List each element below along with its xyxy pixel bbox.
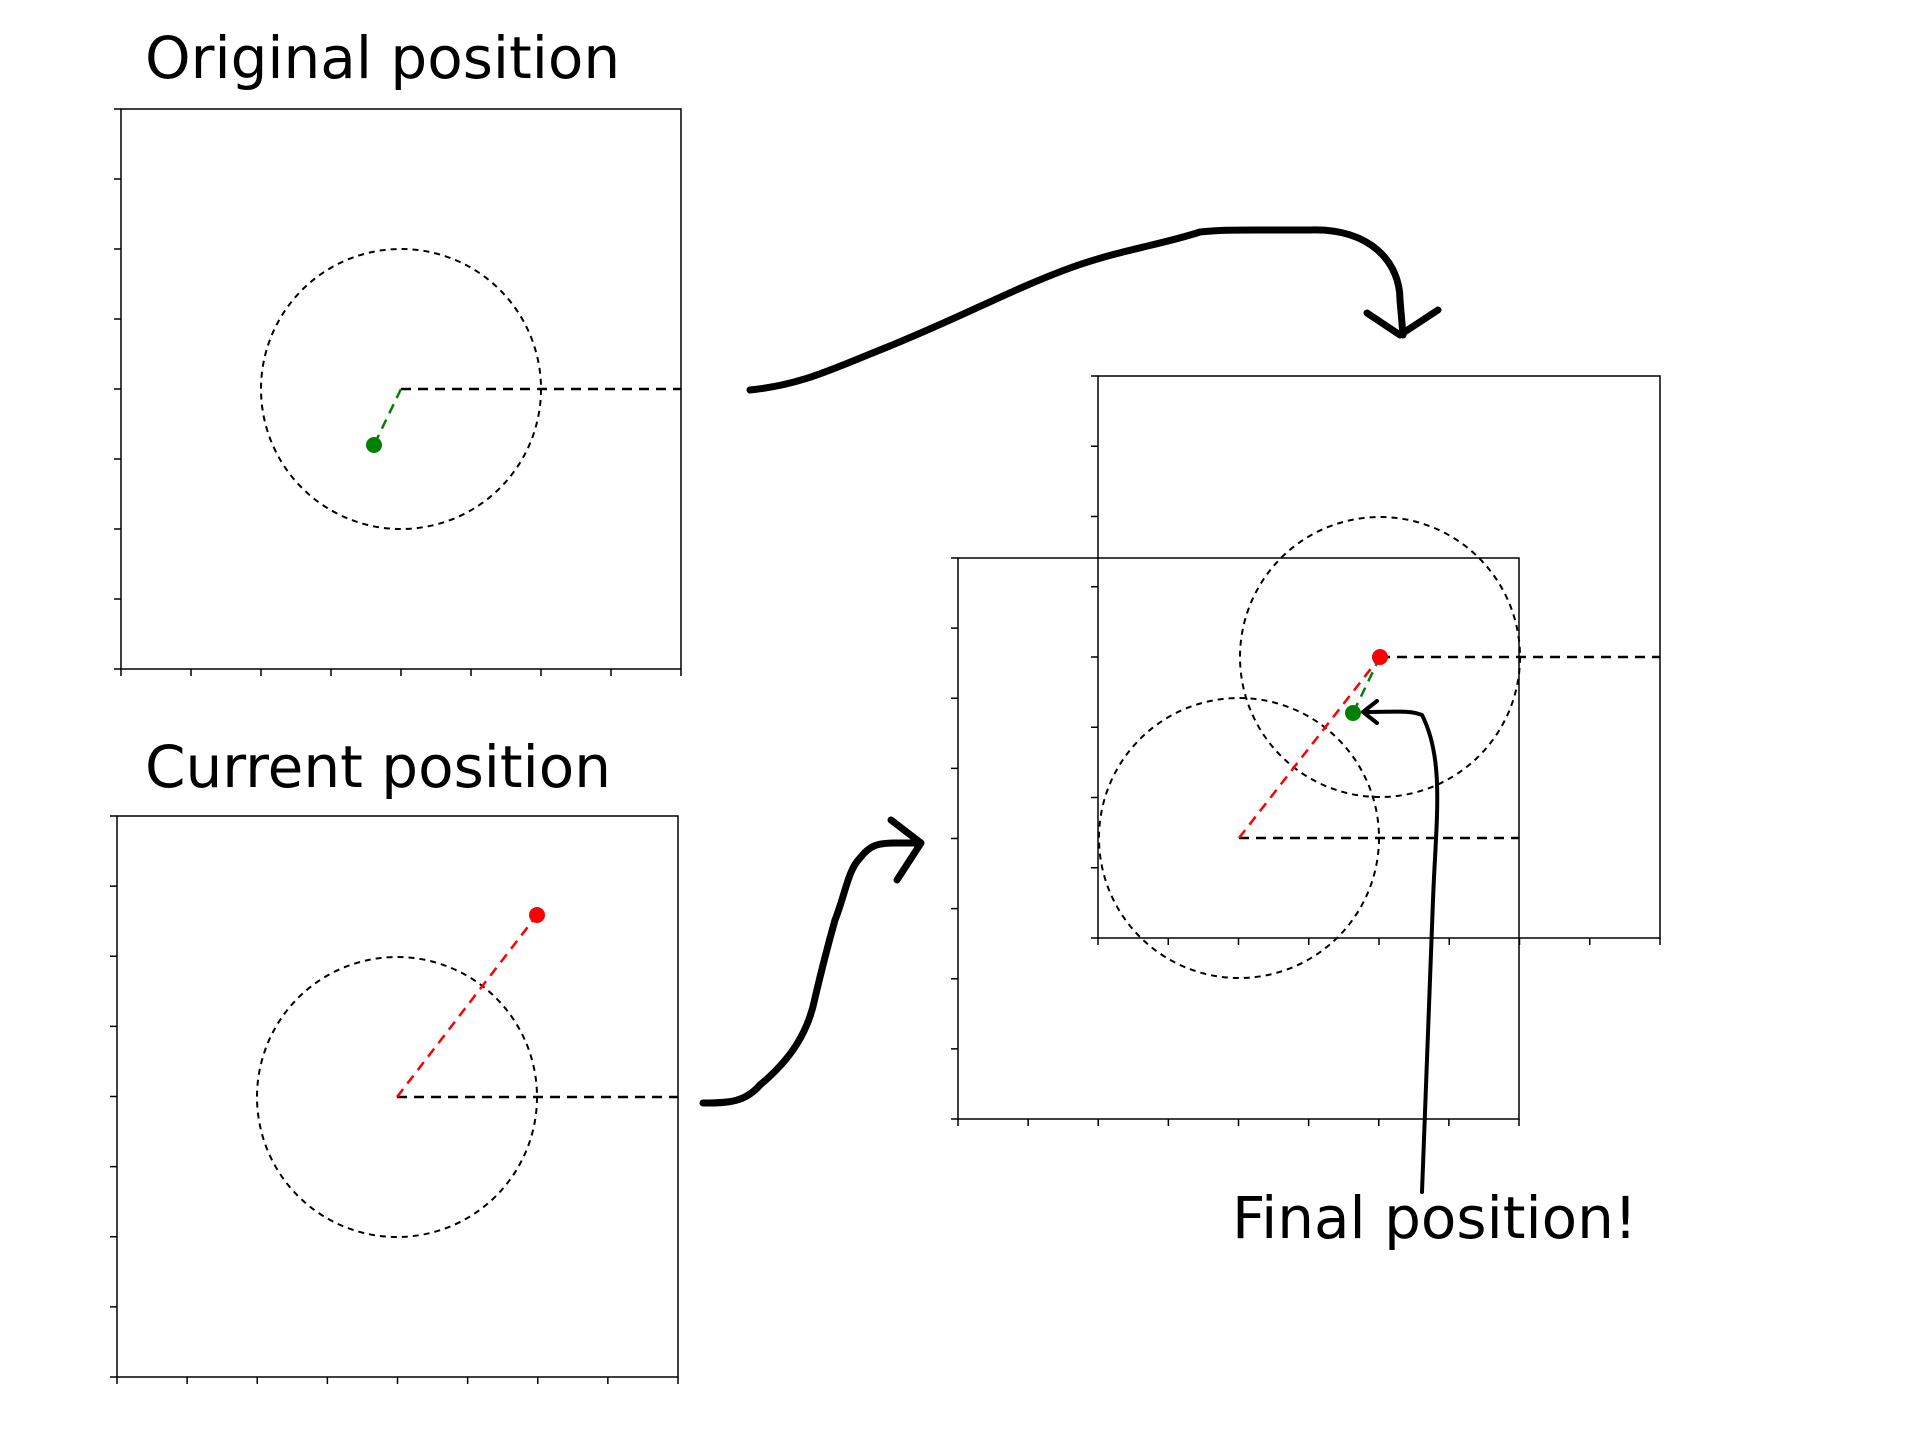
original-offset-line: [372, 388, 403, 446]
current-panel: Current position: [110, 733, 679, 1384]
arrow-original-to-combined: [746, 226, 1407, 394]
combined-original-ticks: [1091, 375, 1661, 945]
combined-original-offset-line: [1351, 656, 1382, 714]
combined-current-point: [1372, 649, 1388, 665]
arrow-original-to-combined-head: [1363, 306, 1442, 339]
final-position-pointer-head: [1361, 699, 1379, 725]
arrow-current-to-combined: [699, 839, 922, 1107]
combined-current-offset-line: [1238, 656, 1381, 839]
current-position-title: Current position: [145, 733, 611, 801]
current-point: [529, 907, 545, 923]
final-position-label: Final position!: [1232, 1184, 1637, 1252]
combined-panel: [951, 375, 1661, 1126]
original-ticks: [114, 108, 682, 676]
original-panel: Original position: [114, 24, 682, 676]
original-point: [366, 437, 382, 453]
final-point: [1345, 705, 1361, 721]
arrow-current-to-combined-head: [887, 816, 925, 884]
original-position-title: Original position: [145, 24, 620, 92]
current-ticks: [110, 815, 679, 1384]
combined-current-ticks: [951, 557, 1520, 1126]
hand-drawn-arrows: [699, 226, 1442, 1194]
final-position-pointer: [1363, 709, 1440, 1194]
current-offset-line: [396, 914, 538, 1098]
